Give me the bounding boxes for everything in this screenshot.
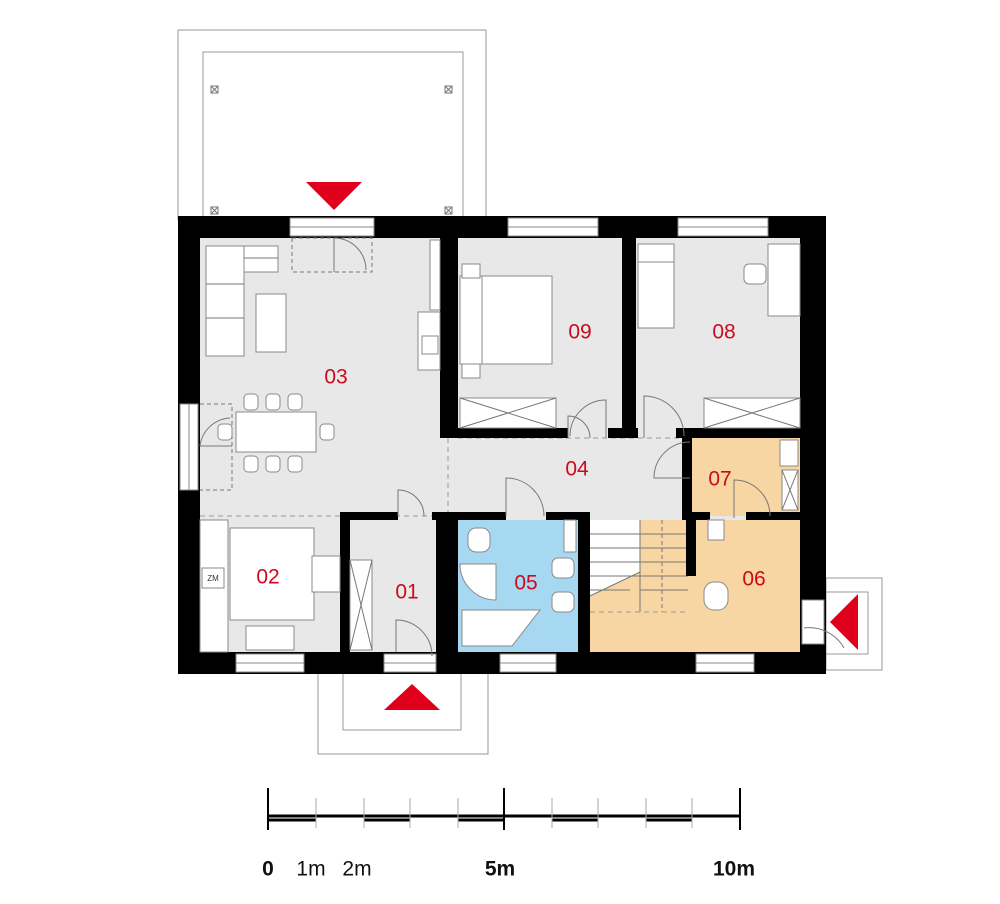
doors	[199, 237, 845, 657]
entrance-arrow-bottom	[384, 684, 440, 710]
entrance-arrow-side	[830, 594, 858, 650]
scale-label-5m: 5m	[485, 858, 515, 881]
stairs	[589, 520, 688, 612]
kitchen-furniture: ZM	[199, 519, 373, 653]
room-label-08: 08	[712, 321, 735, 344]
bedroom-09-furniture	[459, 263, 557, 429]
porch-bottom	[317, 671, 489, 755]
living-furniture	[205, 239, 441, 473]
room-labels: 01 02 03 04 05 06 07 08 09	[256, 321, 765, 604]
bedroom-08-furniture	[637, 243, 801, 429]
scale-label-1m: 1m	[296, 858, 325, 881]
room-label-03: 03	[324, 366, 347, 389]
scale-label-10m: 10m	[713, 858, 755, 881]
scale-label-0: 0	[262, 858, 274, 881]
room-label-01: 01	[395, 581, 418, 604]
room-label-07: 07	[708, 468, 731, 491]
entrance-arrow-top	[306, 182, 362, 210]
fridge-label: ZM	[207, 574, 219, 583]
scale-bar: 0 1m 2m 5m 10m	[262, 788, 755, 881]
room-label-02: 02	[256, 566, 279, 589]
room-label-09: 09	[568, 321, 591, 344]
scale-label-2m: 2m	[342, 858, 371, 881]
room-label-06: 06	[742, 568, 765, 591]
entrance-arrows	[306, 182, 858, 710]
room-label-05: 05	[514, 572, 537, 595]
room-label-04: 04	[565, 458, 589, 481]
windows	[179, 217, 825, 673]
bathroom-fixtures	[459, 519, 577, 647]
utility-fixtures	[703, 439, 799, 611]
